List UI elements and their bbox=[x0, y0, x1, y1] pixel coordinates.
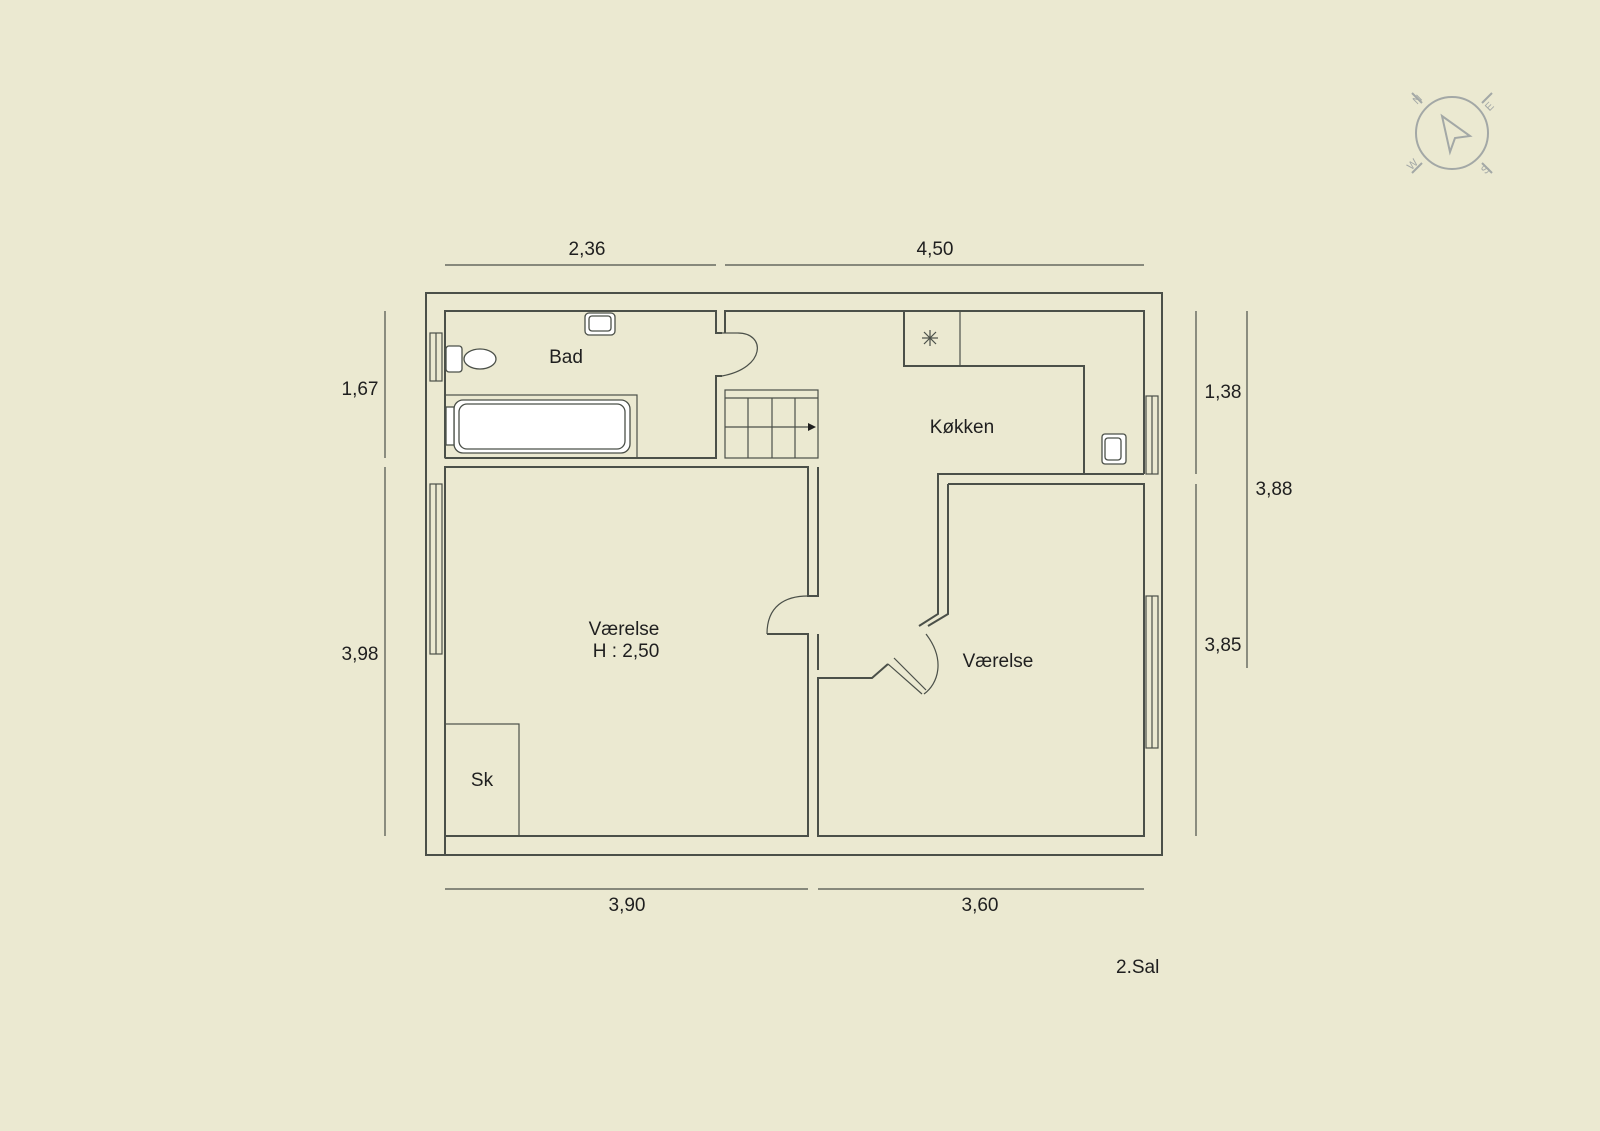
dimension-bottom-left: 3,90 bbox=[609, 895, 646, 916]
sink-icon bbox=[584, 312, 616, 336]
bedroom-left-walls bbox=[444, 466, 819, 855]
toilet-icon bbox=[445, 345, 497, 373]
compass-icon: N E S W bbox=[1405, 92, 1497, 177]
window-left-lower bbox=[429, 483, 443, 655]
room-label-skab: Sk bbox=[471, 770, 494, 791]
dimension-bottom-right: 3,60 bbox=[962, 895, 999, 916]
room-height-label: H : 2,50 bbox=[593, 641, 660, 662]
extractor-icon bbox=[922, 330, 938, 346]
room-label-bad: Bad bbox=[549, 347, 583, 368]
compass-s-label: S bbox=[1479, 163, 1493, 177]
dimension-lines bbox=[384, 264, 1248, 890]
bathtub-icon bbox=[444, 394, 638, 459]
kitchen-sink-icon bbox=[1101, 433, 1127, 465]
staircase bbox=[724, 389, 819, 459]
dimension-left-lower: 3,98 bbox=[342, 644, 379, 665]
dimension-top-right: 4,50 bbox=[917, 239, 954, 260]
room-label-vaerelse-left: Værelse bbox=[589, 619, 660, 640]
window-right-lower bbox=[1145, 595, 1159, 749]
dimension-top-left: 2,36 bbox=[569, 239, 606, 260]
room-label-vaerelse-right: Værelse bbox=[963, 651, 1034, 672]
window-left-upper bbox=[429, 332, 443, 382]
floor-label: 2.Sal bbox=[1116, 957, 1159, 978]
room-label-kokken: Køkken bbox=[930, 417, 994, 438]
window-right-upper bbox=[1145, 395, 1159, 475]
bedroom-right-walls bbox=[817, 483, 1145, 837]
compass-e-label: E bbox=[1483, 100, 1497, 114]
compass-w-label: W bbox=[1405, 157, 1421, 173]
outer-wall bbox=[425, 292, 1163, 856]
dimension-right-upper: 1,38 bbox=[1205, 382, 1242, 403]
kitchen-walls bbox=[724, 310, 1145, 627]
dimension-left-upper: 1,67 bbox=[342, 379, 379, 400]
dimension-right-total: 3,88 bbox=[1256, 479, 1293, 500]
dimension-right-lower: 3,85 bbox=[1205, 635, 1242, 656]
